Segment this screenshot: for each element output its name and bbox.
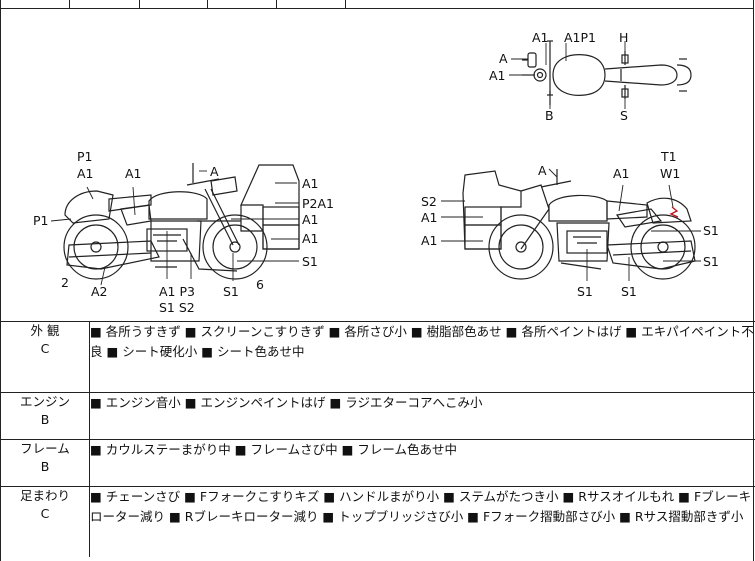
category-name: 足まわり [19,488,70,503]
label: A1 [302,212,319,227]
label: A1 [77,166,94,181]
label: A1 [421,210,438,225]
label: W1 [660,166,680,181]
top-table-edge [1,0,753,9]
label: T1 [660,149,677,164]
category-cell: 足まわり C [1,486,90,557]
table-row: エンジン B ■ エンジン音小 ■ エンジンペイントはげ ■ ラジエターコアへこ… [1,392,755,440]
label: S1 [577,284,593,299]
label: A1P1 [564,30,596,45]
label: A1 [302,231,319,246]
details-text: ■ エンジン音小 ■ エンジンペイントはげ ■ ラジエターコアへこみ小 [89,392,755,440]
label: A1 [421,233,438,248]
label: A1 [302,176,319,191]
table-row: 外 観 C ■ 各所うすきず ■ スクリーンこすりきず ■ 各所さび小 ■ 樹脂… [1,321,755,393]
label: S1 [223,284,239,299]
details-text: ■ カウルステーまがり中 ■ フレームさび中 ■ フレーム色あせ中 [89,439,755,487]
category-cell: フレーム B [1,439,90,487]
details-text: ■ 各所うすきず ■ スクリーンこすりきず ■ 各所さび小 ■ 樹脂部色あせ ■… [89,321,755,393]
grade-value: B [40,459,50,474]
label: A [538,163,547,178]
label: S1 [703,254,719,269]
label: S2 [421,194,437,209]
table-row: 足まわり C ■ チェーンさび ■ Fフォークこすりキズ ■ ハンドルまがり小 … [1,486,755,557]
damage-labels: A1 A1P1 H A A1 B S P1 A1 A1 A P1 A1 P2A1… [33,30,719,315]
damage-mark [669,206,679,218]
label: A1 P3 [159,284,195,299]
label: A [499,51,508,66]
label: P1 [77,149,93,164]
top-view-motorcycle [522,40,692,105]
grade-value: C [40,506,50,521]
category-cell: エンジン B [1,392,90,440]
damage-diagram: A1 A1P1 H A A1 B S P1 A1 A1 A P1 A1 P2A1… [1,9,753,321]
label: A2 [91,284,108,299]
leader-lines [50,41,701,286]
label: S1 [703,223,719,238]
grade-value: B [40,412,50,427]
grade-value: C [40,341,50,356]
label: H [619,30,628,45]
details-text: ■ チェーンさび ■ Fフォークこすりキズ ■ ハンドルまがり小 ■ ステムがた… [89,486,755,557]
label: B [545,108,554,123]
label: A1 [489,68,506,83]
left-side-motorcycle [63,163,300,280]
condition-table: 外 観 C ■ 各所うすきず ■ スクリーンこすりきず ■ 各所さび小 ■ 樹脂… [1,321,755,557]
label: S1 [621,284,637,299]
table-row: フレーム B ■ カウルステーまがり中 ■ フレームさび中 ■ フレーム色あせ中 [1,439,755,487]
label: P2A1 [302,196,334,211]
category-name: エンジン [19,394,70,409]
category-cell: 外 観 C [1,321,90,393]
label: S1 S2 [159,300,195,315]
label: A1 [532,30,549,45]
label: 6 [256,277,264,292]
label: 2 [61,275,69,290]
label: P1 [33,213,49,228]
category-name: 外 観 [30,323,60,338]
motorcycle-diagram: A1 A1P1 H A A1 B S P1 A1 A1 A P1 A1 P2A1… [33,30,719,315]
right-side-motorcycle [462,169,696,280]
label: A1 [125,166,142,181]
label: A [210,164,219,179]
category-name: フレーム [20,441,70,456]
label: A1 [613,166,630,181]
label: S [620,108,628,123]
label: S1 [302,254,318,269]
